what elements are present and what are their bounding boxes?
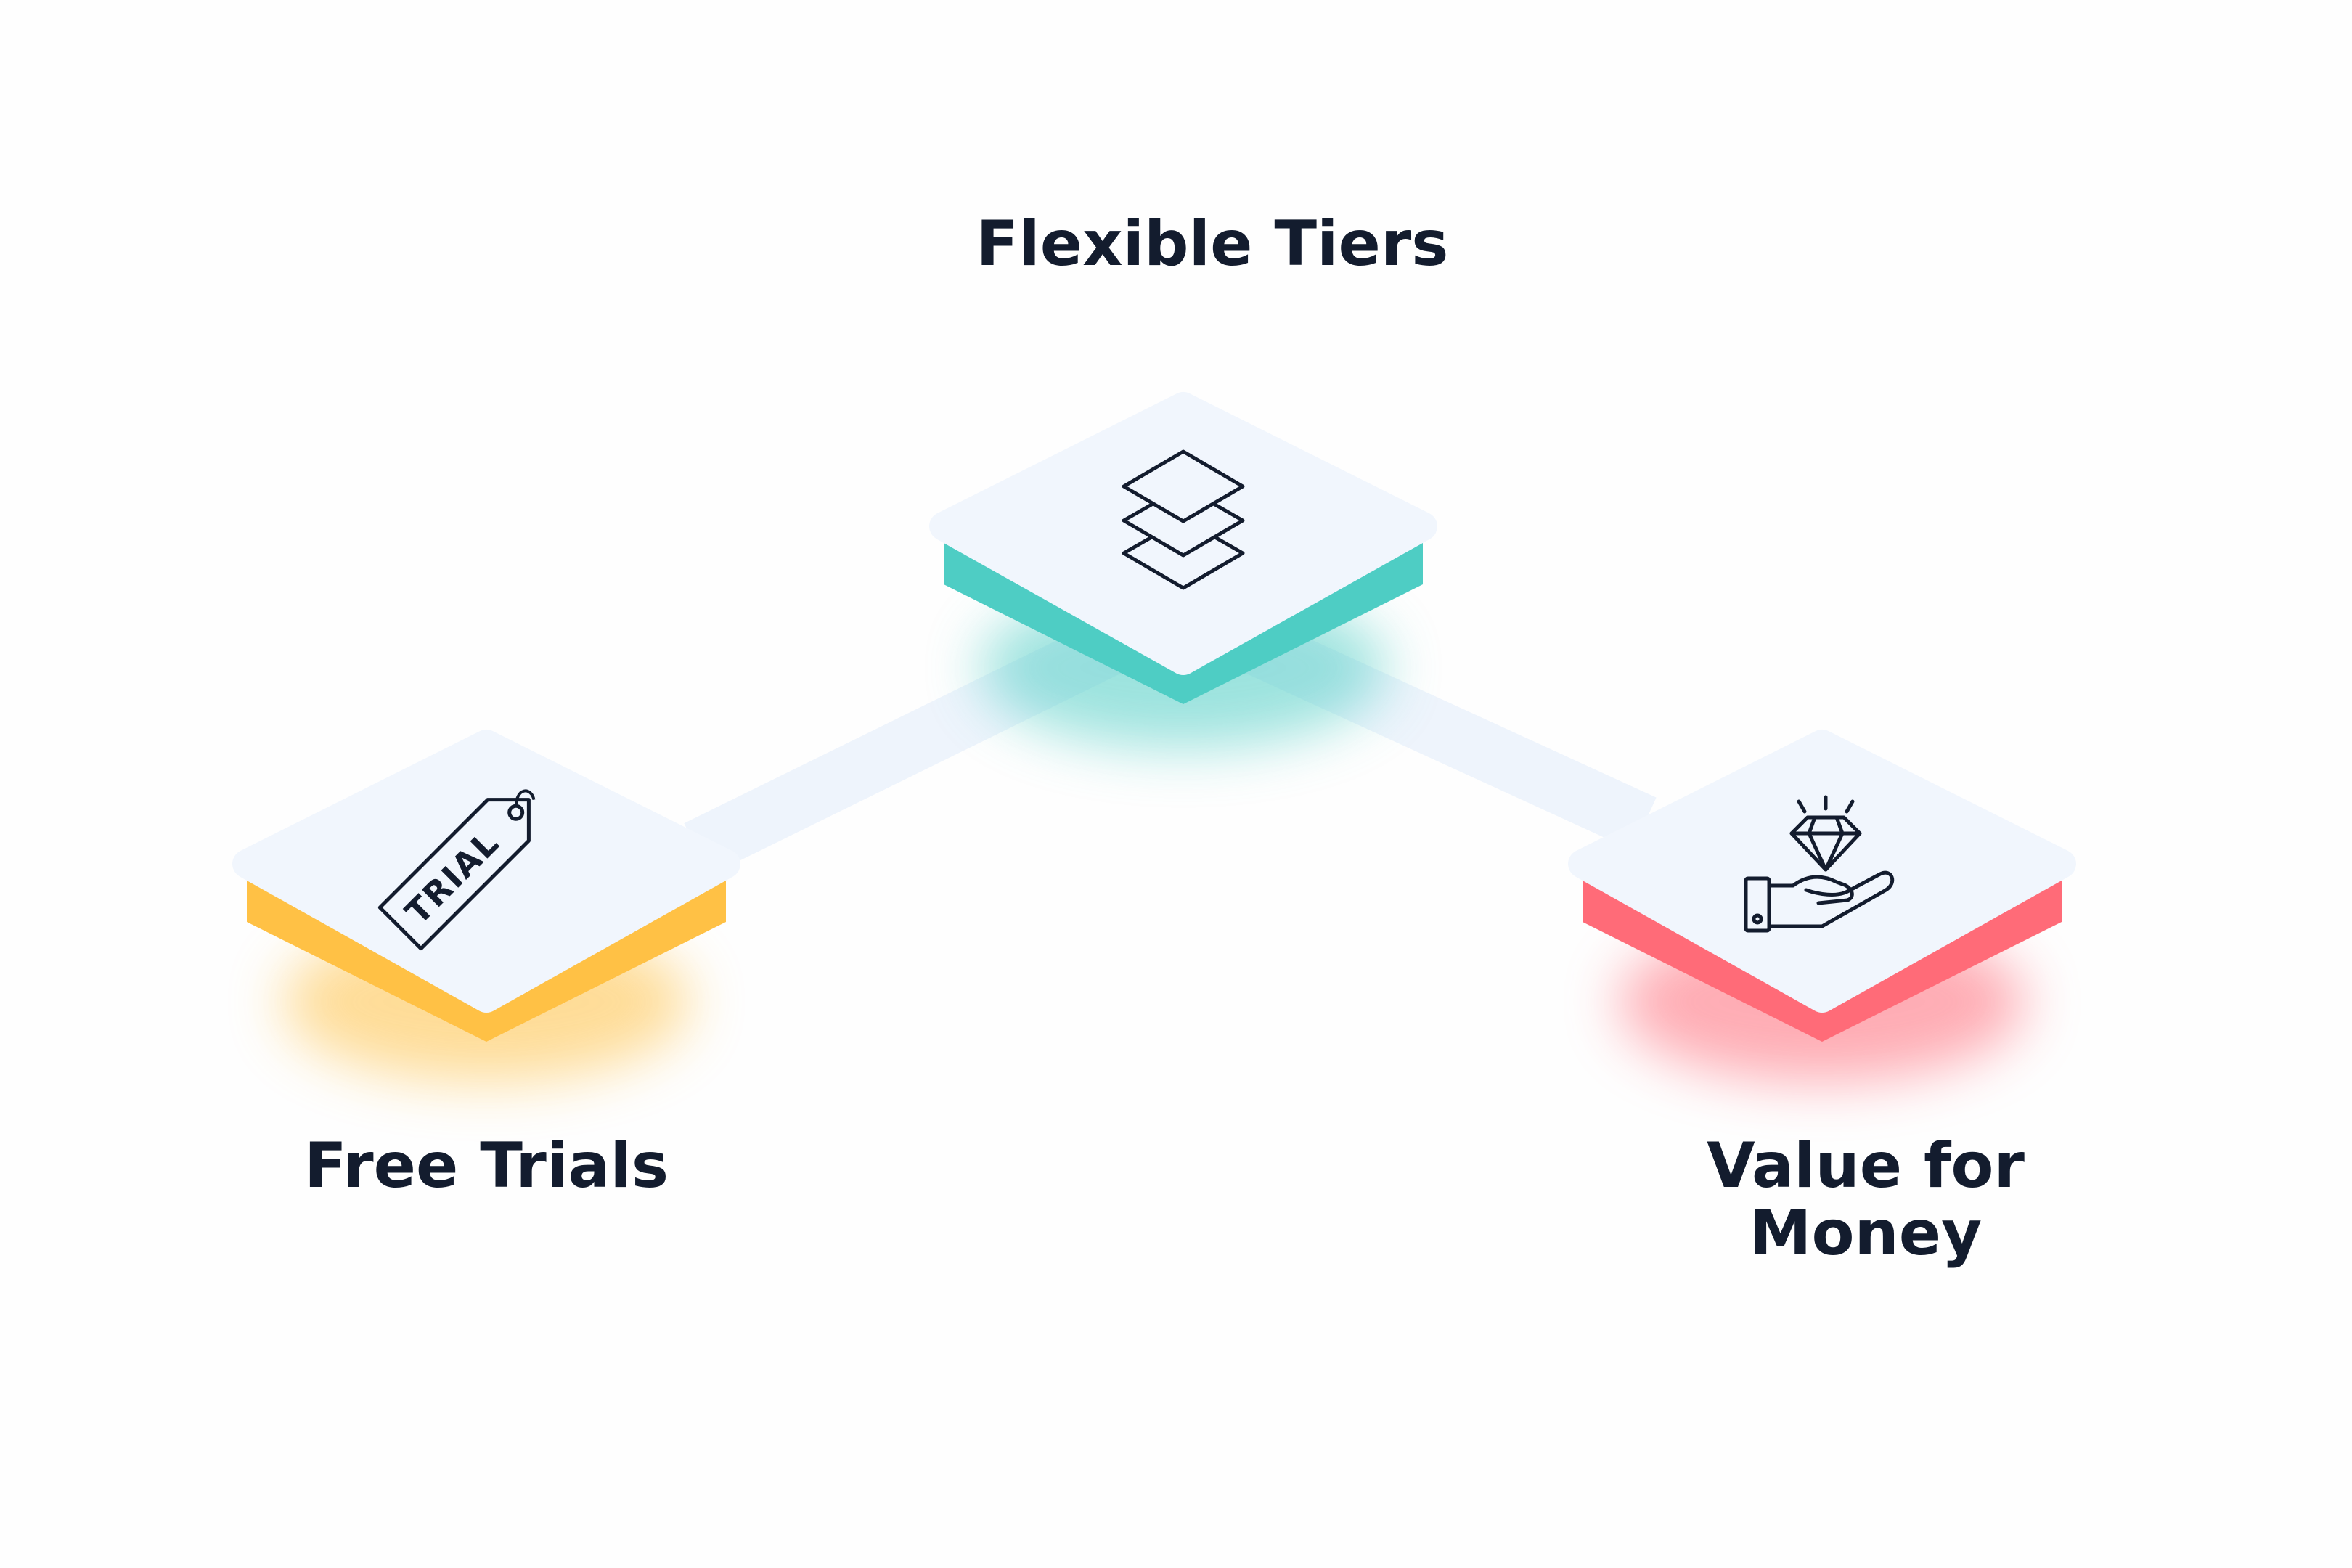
diamond-in-hand-icon: [1744, 795, 1895, 933]
label-flexible-tiers: Flexible Tiers: [976, 208, 1449, 280]
tile-value-for-money: [1568, 730, 2076, 1082]
stacked-layers-icon: [1122, 449, 1245, 590]
label-free-trials: Free Trials: [303, 1130, 669, 1202]
label-value-for-money-line2: Money: [1749, 1196, 1983, 1270]
tile-free-trials: TRIAL: [232, 730, 740, 1082]
label-value-for-money-line1: Value for: [1707, 1130, 2025, 1202]
tile-flexible-tiers: [929, 392, 1437, 748]
tile-top: [1568, 730, 2076, 1013]
label-value-for-money: Value for Money: [1575, 1132, 2156, 1267]
